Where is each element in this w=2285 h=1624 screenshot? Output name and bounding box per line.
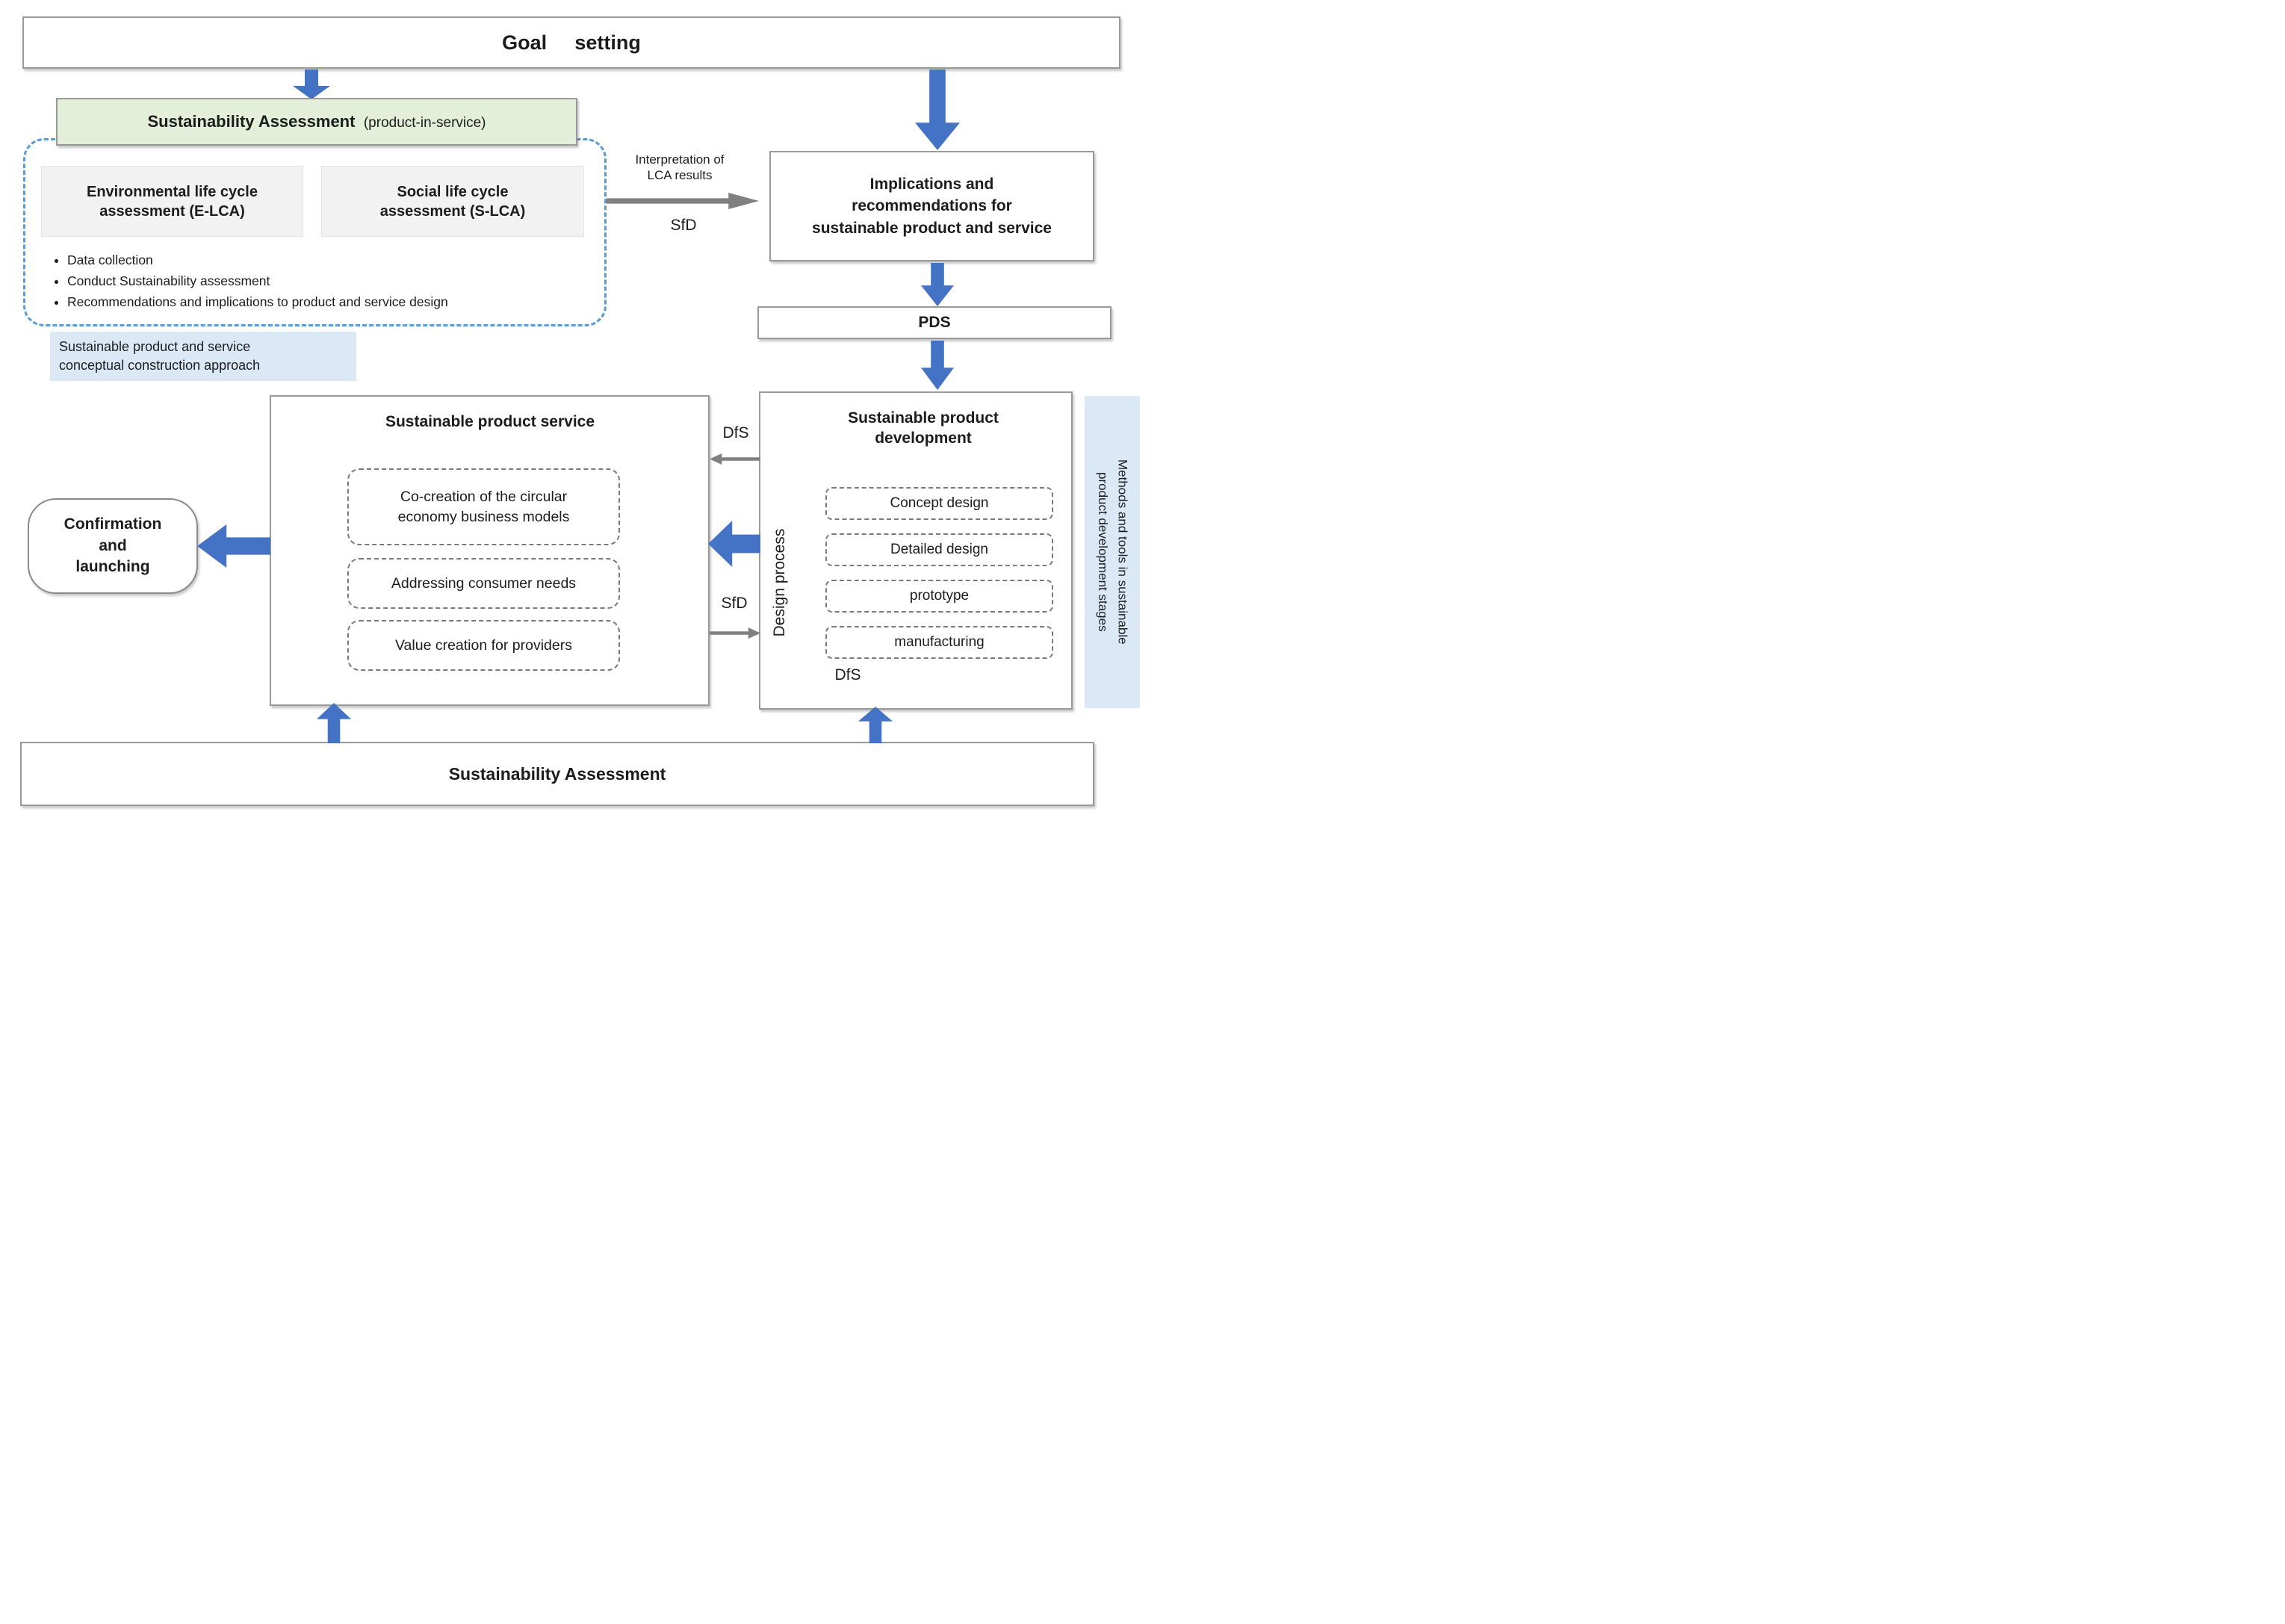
arrow-left-dfs-icon <box>710 453 760 465</box>
bottom-assessment-label: Sustainability Assessment <box>448 763 666 784</box>
bottom-assessment-box: Sustainability Assessment <box>20 742 1094 806</box>
sfd-label-top: SfD <box>670 217 697 234</box>
service-item-cocreation: Co-creation of the circular economy busi… <box>347 468 620 545</box>
dfs-exchange-label: DfS <box>722 424 749 441</box>
arrow-down-goal-to-assessment-icon <box>293 69 330 99</box>
methods-band-label: Methods and tools in sustainable product… <box>1096 459 1130 645</box>
service-item-consumer-needs: Addressing consumer needs <box>347 558 620 609</box>
arrow-down-goal-to-implications-icon <box>915 69 960 150</box>
diagram-canvas: Goal setting Sustainability Assessment (… <box>0 0 1143 812</box>
confirmation-label: Confirmation and launching <box>63 515 162 576</box>
slca-box: Social life cycle assessment (S-LCA) <box>321 166 584 237</box>
arrow-down-implications-to-pds-icon <box>921 263 954 306</box>
stage-label: Detailed design <box>890 542 988 557</box>
arrow-down-pds-to-development-icon <box>921 341 954 390</box>
dfs-label-development: DfS <box>834 666 861 684</box>
arrow-right-interpretation-icon <box>607 193 759 209</box>
stage-label: manufacturing <box>894 634 985 650</box>
interpretation-label: Interpretation of LCA results <box>635 152 725 183</box>
sustainability-assessment-header: Sustainability Assessment (product-in-se… <box>56 98 577 146</box>
stage-manufacturing: manufacturing <box>825 626 1053 659</box>
goal-setting-box: Goal setting <box>22 16 1120 69</box>
service-item-label: Co-creation of the circular economy busi… <box>397 489 570 525</box>
stage-concept-design: Concept design <box>825 487 1053 520</box>
design-process-label: Design process <box>771 528 788 637</box>
methods-band: Methods and tools in sustainable product… <box>1085 396 1140 708</box>
assessment-steps-list: Data collection Conduct Sustainability a… <box>46 252 624 315</box>
goal-setting-label: Goal setting <box>502 31 641 54</box>
pds-box: PDS <box>757 306 1112 339</box>
arrow-up-to-service-icon <box>317 703 351 743</box>
arrow-left-development-to-service-icon <box>708 521 760 567</box>
assessment-step: Conduct Sustainability assessment <box>67 273 624 289</box>
service-item-label: Value creation for providers <box>394 636 572 654</box>
stage-detailed-design: Detailed design <box>825 533 1053 566</box>
sustainability-assessment-subtitle-text: (product-in-service) <box>363 115 486 131</box>
sustainability-assessment-title: Sustainability Assessment <box>147 112 356 131</box>
elca-label: Environmental life cycle assessment (E-L… <box>87 183 258 220</box>
implications-box: Implications and recommendations for sus… <box>769 151 1094 261</box>
confirmation-box: Confirmation and launching <box>28 498 198 594</box>
arrow-left-service-to-confirmation-icon <box>197 524 270 568</box>
service-item-label: Addressing consumer needs <box>391 574 577 592</box>
assessment-step: Recommendations and implications to prod… <box>67 294 624 310</box>
elca-box: Environmental life cycle assessment (E-L… <box>41 166 303 237</box>
service-title: Sustainable product service <box>385 413 595 430</box>
stage-prototype: prototype <box>825 580 1053 613</box>
implications-label: Implications and recommendations for sus… <box>812 175 1052 237</box>
arrow-right-sfd-icon <box>710 627 760 639</box>
pds-label: PDS <box>918 314 951 331</box>
sfd-exchange-label: SfD <box>721 595 748 612</box>
assessment-step: Data collection <box>67 252 624 268</box>
slca-label: Social life cycle assessment (S-LCA) <box>379 183 526 220</box>
service-item-value-creation: Value creation for providers <box>347 620 620 671</box>
stage-label: prototype <box>909 588 970 604</box>
concept-approach-label: Sustainable product and service conceptu… <box>50 332 356 381</box>
development-title: Sustainable product development <box>848 409 999 447</box>
arrow-up-to-development-icon <box>858 707 893 743</box>
stage-label: Concept design <box>890 495 989 511</box>
service-box <box>270 395 710 706</box>
